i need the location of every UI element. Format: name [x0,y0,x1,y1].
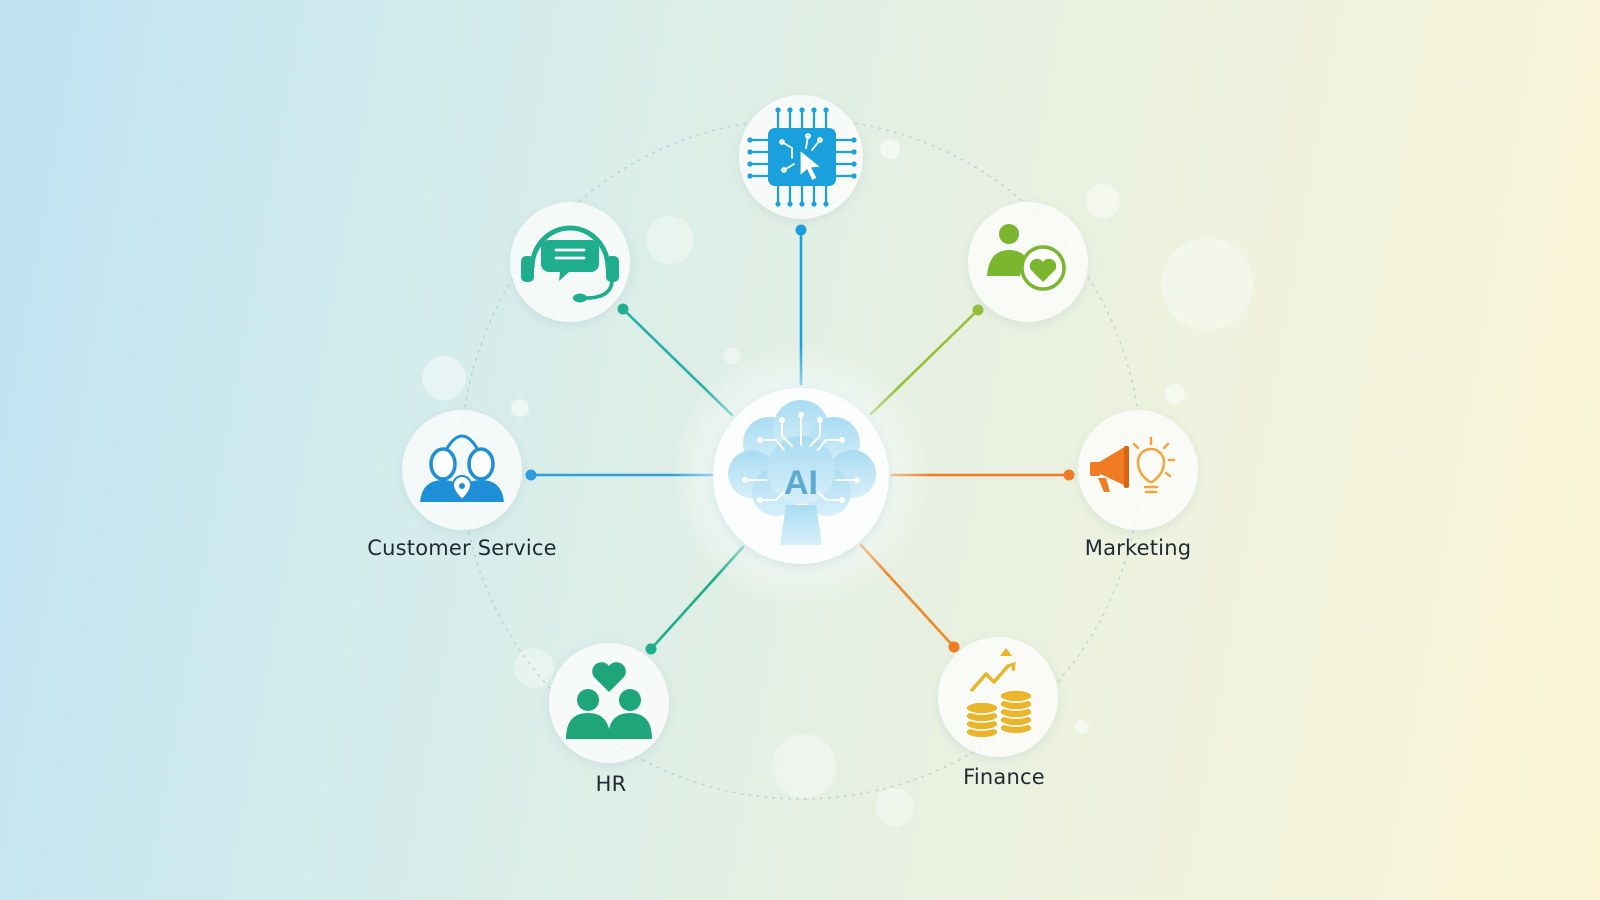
connector-dot-ai-chip [795,224,807,236]
label-finance: Finance [963,765,1045,789]
node-customer-service [402,410,522,530]
node-support [510,202,630,322]
label-hr: HR [595,772,627,796]
headset-chat-icon [521,225,619,303]
node-ai-chip [739,95,863,219]
connector-dot-marketing [1063,469,1075,481]
node-marketing [1078,410,1198,530]
ai-chip-cursor-icon [747,107,857,207]
ai-brain-icon [728,400,876,545]
label-marketing: Marketing [1084,536,1192,560]
label-customer-service: Customer Service [367,536,557,560]
background-bokeh [422,139,1253,826]
hub-text: AI [784,464,818,502]
connector-dot-customer-service [525,469,537,481]
megaphone-lightbulb-icon [1090,436,1176,494]
node-customer-satisfaction [968,202,1088,322]
connector-dot-customer-satisfaction [972,304,984,316]
node-finance [938,637,1058,757]
ai-hub: AI [671,346,931,606]
customer-group-icon [420,434,504,502]
connector-dot-hr [645,643,657,655]
connector-dot-support [617,303,629,315]
connector-dot-finance [948,641,960,653]
user-heart-icon [987,224,1066,291]
coins-growth-icon [965,648,1033,739]
people-heart-icon [566,662,652,739]
node-hr [549,643,669,763]
